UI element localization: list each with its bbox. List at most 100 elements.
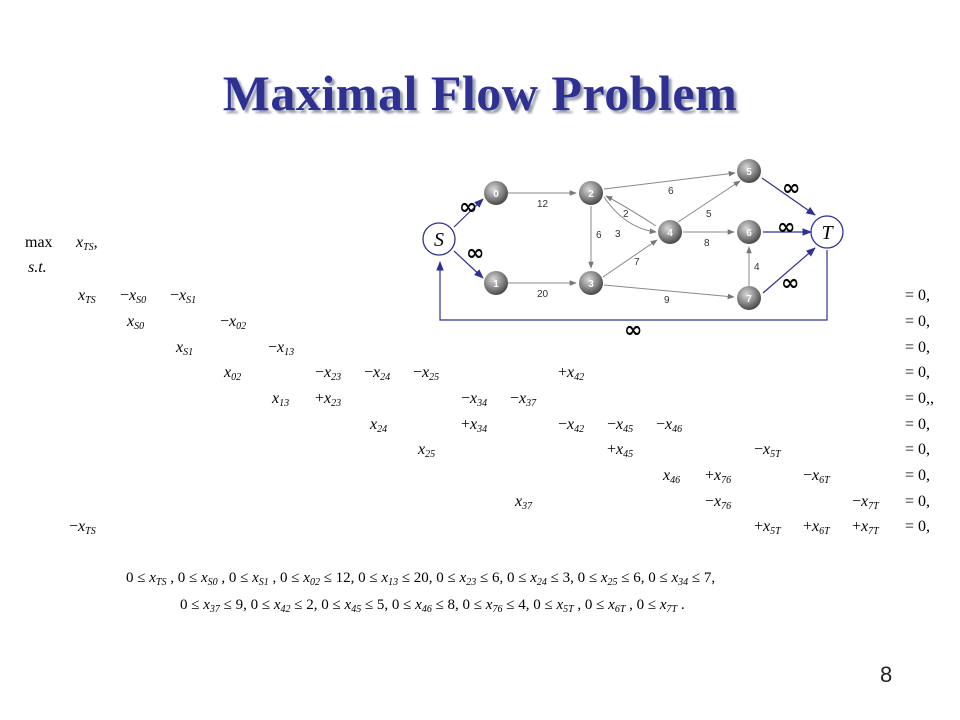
network-arcs bbox=[508, 170, 752, 300]
bounds-line-1: 0 ≤ xTS , 0 ≤ xS0 , 0 ≤ xS1 , 0 ≤ x02 ≤ … bbox=[126, 570, 716, 588]
arc-S-1 bbox=[453, 250, 484, 279]
term: −xTS bbox=[69, 518, 96, 537]
inf-7-T: ∞ bbox=[781, 271, 799, 296]
inf-T-S: ∞ bbox=[624, 318, 642, 343]
subject-to-label: s.t. bbox=[28, 259, 47, 276]
arc-5-T bbox=[761, 177, 816, 216]
term: x25 bbox=[418, 441, 436, 460]
inf-S-1: ∞ bbox=[466, 241, 484, 266]
slide-title: Maximal Flow Problem bbox=[222, 65, 738, 121]
arc-3-7 bbox=[603, 284, 735, 300]
rhs: = 0, bbox=[905, 493, 931, 510]
cap-4-2: 2 bbox=[623, 209, 629, 220]
cap-7-6: 4 bbox=[754, 262, 760, 273]
cap-3-7: 9 bbox=[664, 295, 670, 306]
cap-3-4: 7 bbox=[634, 257, 640, 268]
arc-3-4 bbox=[602, 239, 658, 278]
node-5 bbox=[737, 159, 761, 183]
cap-0-2: 12 bbox=[537, 199, 549, 210]
cap-4-6: 8 bbox=[704, 238, 710, 249]
term: −x45 bbox=[607, 416, 634, 435]
objective-var: xTS, bbox=[76, 234, 98, 253]
node-5-label: 5 bbox=[746, 167, 752, 178]
term: +x5T bbox=[754, 518, 781, 537]
term: −x37 bbox=[510, 390, 537, 409]
node-1 bbox=[484, 271, 508, 295]
term: x46 bbox=[663, 467, 681, 486]
arc-4-5 bbox=[677, 180, 741, 223]
cap-2-3: 6 bbox=[596, 230, 602, 241]
term: −x7T bbox=[852, 493, 879, 512]
node-1-label: 1 bbox=[493, 279, 499, 290]
term: −x6T bbox=[803, 467, 830, 486]
source-sink-arcs bbox=[436, 177, 828, 321]
node-6-label: 6 bbox=[746, 228, 752, 239]
term: +x23 bbox=[315, 390, 342, 409]
cap-2-5: 6 bbox=[668, 186, 674, 197]
node-0 bbox=[484, 181, 508, 205]
arc-T-S bbox=[436, 250, 828, 321]
term: xS1 bbox=[176, 339, 194, 358]
arc-7-T bbox=[762, 247, 816, 294]
rhs: = 0, bbox=[905, 339, 931, 356]
node-T-label: T bbox=[821, 222, 834, 244]
term: −x02 bbox=[220, 313, 247, 332]
arc-4-2 bbox=[605, 195, 657, 227]
bounds-line-2: 0 ≤ x37 ≤ 9, 0 ≤ x42 ≤ 2, 0 ≤ x45 ≤ 5, 0… bbox=[180, 597, 685, 615]
slide-number: 8 bbox=[880, 662, 893, 687]
term: x37 bbox=[515, 493, 533, 512]
node-S-label: S bbox=[434, 229, 444, 251]
node-T bbox=[810, 215, 844, 249]
term: −x46 bbox=[656, 416, 683, 435]
rhs: = 0, bbox=[905, 313, 931, 330]
arc-2-5 bbox=[603, 170, 736, 190]
term: +x6T bbox=[803, 518, 830, 537]
inf-6-T: ∞ bbox=[777, 215, 795, 240]
rhs: = 0,, bbox=[905, 390, 935, 407]
node-3-label: 3 bbox=[588, 279, 594, 290]
term: +x42 bbox=[558, 364, 585, 383]
term: −x34 bbox=[461, 390, 488, 409]
node-2-label: 2 bbox=[588, 189, 594, 200]
cap-1-3: 20 bbox=[537, 289, 549, 300]
term: −xS0 bbox=[120, 287, 147, 306]
node-2 bbox=[579, 181, 603, 205]
rhs: = 0, bbox=[905, 518, 931, 535]
term: x24 bbox=[370, 416, 388, 435]
node-3 bbox=[579, 271, 603, 295]
cap-4-5: 5 bbox=[706, 209, 712, 220]
rhs: = 0, bbox=[905, 364, 931, 381]
rhs: = 0, bbox=[905, 416, 931, 433]
rhs: = 0, bbox=[905, 467, 931, 484]
term: −x24 bbox=[364, 364, 391, 383]
term: xS0 bbox=[127, 313, 145, 332]
node-0-label: 0 bbox=[493, 189, 499, 200]
rhs: = 0, bbox=[905, 287, 931, 304]
term: −x25 bbox=[413, 364, 440, 383]
node-7 bbox=[737, 286, 761, 310]
inf-S-0: ∞ bbox=[459, 195, 477, 220]
node-S bbox=[422, 222, 456, 256]
term: xTS bbox=[78, 287, 96, 306]
arc-S-0 bbox=[453, 198, 484, 228]
term: +x76 bbox=[705, 467, 732, 486]
inf-5-T: ∞ bbox=[782, 176, 800, 201]
term: x13 bbox=[272, 390, 290, 409]
node-4 bbox=[658, 220, 682, 244]
term: x02 bbox=[224, 364, 242, 383]
objective-max: max bbox=[25, 234, 53, 251]
arc-2-4 bbox=[603, 196, 657, 234]
term: −xS1 bbox=[170, 287, 197, 306]
infinity-labels: ∞ ∞ ∞ ∞ ∞ ∞ bbox=[459, 176, 800, 343]
rhs: = 0, bbox=[905, 441, 931, 458]
capacity-labels: 12 20 6 3 2 6 7 5 8 4 9 bbox=[537, 186, 760, 306]
term: +x34 bbox=[461, 416, 488, 435]
node-6 bbox=[737, 220, 761, 244]
term: −x13 bbox=[268, 339, 295, 358]
term: −x5T bbox=[754, 441, 781, 460]
node-7-label: 7 bbox=[746, 294, 752, 305]
term: +x7T bbox=[852, 518, 879, 537]
term: +x45 bbox=[607, 441, 634, 460]
term: −x23 bbox=[315, 364, 342, 383]
